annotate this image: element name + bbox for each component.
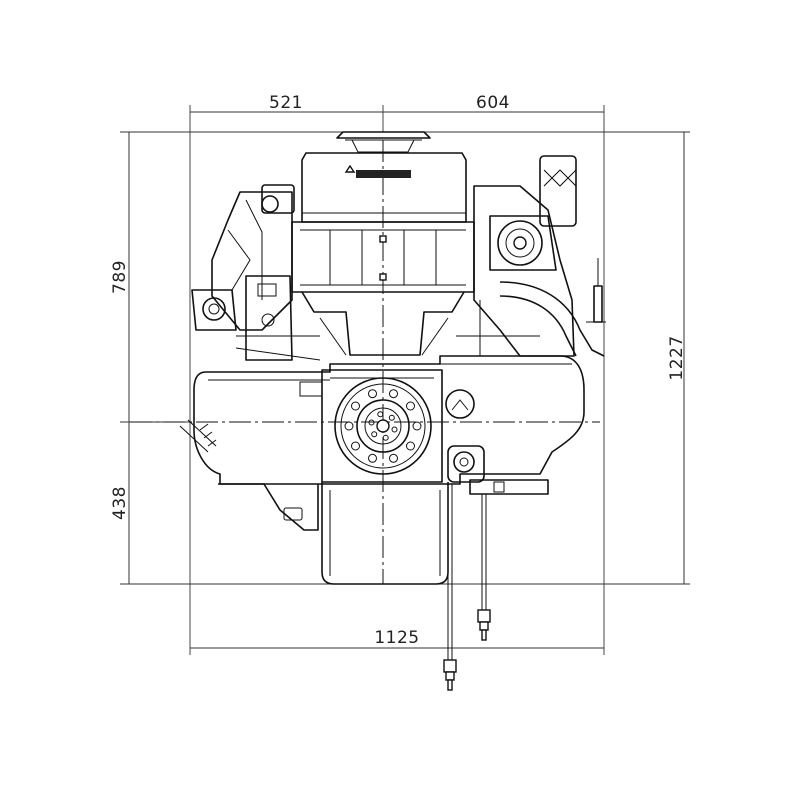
hub-bolt-hole <box>388 414 395 421</box>
air-filter-mesh <box>543 169 577 187</box>
manufacturer-logo-plate <box>356 170 411 178</box>
flywheel-housing <box>321 369 443 483</box>
flywheel-bolt-hole <box>389 389 398 399</box>
flywheel-bolt-hole <box>351 441 360 451</box>
oil-pan <box>321 482 449 585</box>
hub-bolt-hole <box>368 419 375 426</box>
dimension-lines <box>120 105 690 655</box>
hub-bolt-hole <box>377 411 384 418</box>
dim-label-521: 521 <box>269 93 303 113</box>
cable-connector-2 <box>477 609 491 623</box>
flywheel-bolt-hole <box>351 401 360 411</box>
engine-outline <box>179 131 606 691</box>
flywheel-bolt-hole <box>344 421 354 431</box>
cable-connector-1 <box>443 659 457 673</box>
dimension-labels: 521 604 1125 789 438 1227 <box>110 93 687 648</box>
dim-label-438: 438 <box>110 486 130 520</box>
flywheel-bolt-hole <box>406 401 415 411</box>
center-lines <box>130 140 600 584</box>
flywheel-bolt-hole <box>412 421 422 431</box>
flywheel-bolt-hole <box>368 453 377 463</box>
flywheel-bolt-hole <box>406 441 415 451</box>
air-filter-housing <box>539 155 577 227</box>
dim-label-1227: 1227 <box>667 335 687 380</box>
dim-label-604: 604 <box>476 93 510 113</box>
flywheel-bolt-hole <box>368 389 377 399</box>
dim-label-789: 789 <box>110 260 130 294</box>
flywheel <box>334 377 432 475</box>
hub-bolt-hole <box>391 426 398 433</box>
flywheel-bolt-holes <box>344 389 422 463</box>
inspection-cover <box>445 389 475 419</box>
sensor-cables <box>443 484 491 691</box>
hub-bolt-hole <box>382 434 389 441</box>
turbocharger-flange <box>497 220 543 266</box>
flywheel-bolt-hole <box>389 453 398 463</box>
dim-label-1125: 1125 <box>374 628 419 648</box>
hub-bolt-hole <box>371 431 378 438</box>
